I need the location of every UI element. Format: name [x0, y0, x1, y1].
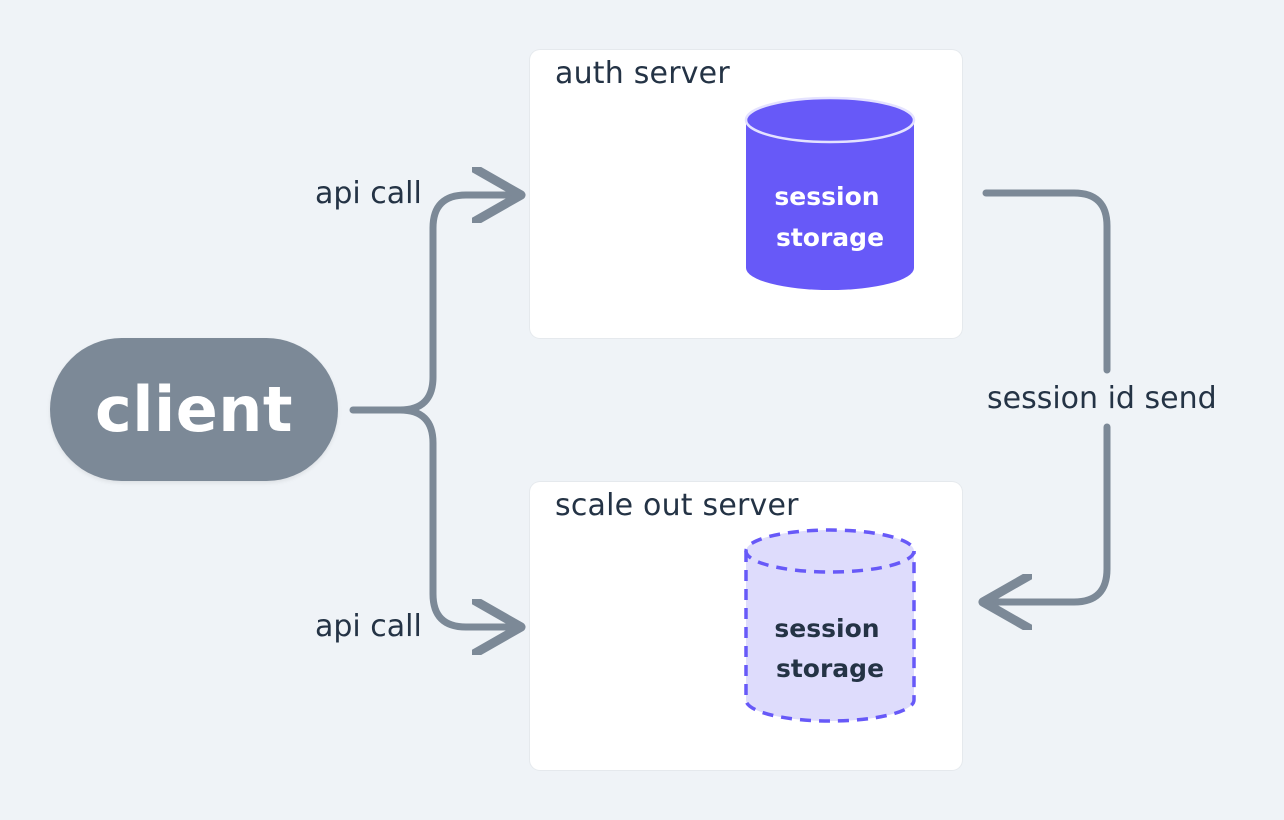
- arrow-session-id-lower: [990, 423, 1111, 602]
- auth-storage-label-line2: storage: [776, 223, 884, 252]
- api-call-top-label: api call: [315, 176, 422, 211]
- auth-server-title: auth server: [555, 56, 730, 91]
- arrow-session-id-upper: [982, 189, 1111, 374]
- api-call-bottom-label: api call: [315, 609, 422, 644]
- scale-out-storage-label-line1: session: [774, 614, 879, 643]
- scale-out-session-storage-cylinder: session storage: [744, 528, 916, 723]
- auth-session-storage-cylinder: session storage: [744, 96, 916, 290]
- arrow-client-to-scale-out-server: [396, 406, 514, 627]
- session-id-send-label: session id send: [987, 381, 1217, 416]
- scale-out-storage-label-line2: storage: [776, 654, 884, 683]
- client-node: client: [50, 338, 338, 481]
- scale-out-server-title: scale out server: [555, 488, 799, 523]
- client-label: client: [94, 373, 294, 446]
- auth-storage-label-line1: session: [774, 182, 879, 211]
